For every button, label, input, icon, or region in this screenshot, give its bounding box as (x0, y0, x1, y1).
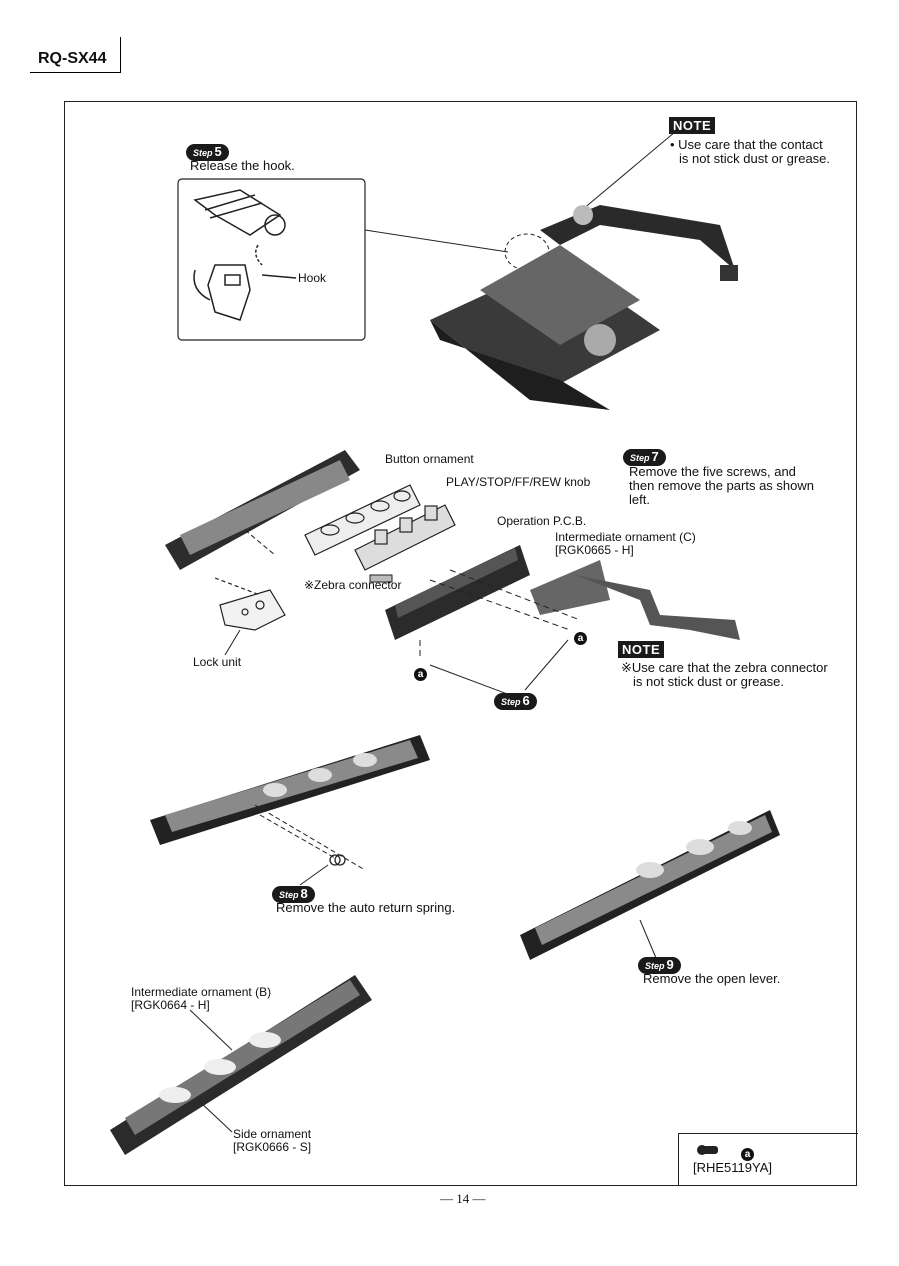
hook-detail-drawing (193, 189, 297, 321)
side-ornament-label: Side ornament (233, 1127, 312, 1141)
note1-badge: NOTE (669, 117, 716, 135)
lock-unit-label: Lock unit (193, 655, 242, 669)
hook-label: Hook (298, 271, 327, 285)
side-ornament-part: [RGK0666 - S] (233, 1140, 312, 1154)
step8-panel-photo (150, 735, 430, 845)
zebra-connector-drawing (369, 574, 393, 583)
content-frame (64, 101, 857, 1186)
knob-label: PLAY/STOP/FF/REW knob (446, 475, 591, 489)
button-ornament-drawing (304, 484, 421, 556)
hook-inset-box (177, 178, 366, 341)
lock-unit-drawing (214, 577, 286, 631)
step7-line2: then remove the parts as shown (629, 478, 814, 493)
header-underline (30, 72, 121, 73)
model-number: RQ-SX44 (38, 50, 107, 67)
zebra-connector-label: ※Zebra connector (304, 578, 402, 592)
step7-line3: left. (629, 492, 650, 507)
intermediate-ornament-c-photo (530, 560, 740, 640)
note2-line1: ※Use care that the zebra connector (621, 660, 828, 675)
intermediate-ornament-c-label: Intermediate ornament (C) (555, 530, 696, 544)
side-ornament-photo (110, 975, 372, 1155)
intermediate-ornament-b-label: Intermediate ornament (B) (131, 985, 272, 999)
screw-legend (678, 1133, 858, 1186)
header-divider (120, 37, 121, 73)
spring-leader (254, 804, 366, 871)
spring-drawing (329, 854, 346, 866)
step9-panel-photo (520, 810, 780, 960)
screw-leader-lines (419, 569, 581, 660)
legend-mark-a: a (741, 1144, 754, 1162)
operation-pcb-label: Operation P.C.B. (497, 514, 587, 528)
operation-pcb-photo (385, 545, 530, 640)
screw-a-marker-left: a (414, 664, 427, 682)
screw-a-marker-right: a (574, 628, 587, 646)
step6-leader-lines (429, 639, 569, 696)
front-panel-photo (165, 450, 360, 570)
step7-line1: Remove the five screws, and (629, 464, 796, 479)
page-number: — 14 — (440, 1191, 486, 1206)
button-ornament-label: Button ornament (385, 452, 474, 466)
intermediate-ornament-b-part: [RGK0664 - H] (131, 998, 210, 1012)
note2-line2: is not stick dust or grease. (633, 674, 785, 689)
legend-part-number: [RHE5119YA] (693, 1160, 773, 1175)
note1-line2: is not stick dust or grease. (679, 151, 831, 166)
intermediate-ornament-c-part: [RGK0665 - H] (555, 543, 634, 557)
note2-badge: NOTE (618, 641, 665, 659)
step8-text: Remove the auto return spring. (276, 900, 456, 915)
step5-text: Release the hook. (190, 158, 295, 173)
screw-icon (697, 1145, 718, 1155)
main-unit-photo (430, 205, 738, 410)
step9-text: Remove the open lever. (643, 971, 781, 986)
knob-drawing (354, 504, 456, 571)
note1-line1: • Use care that the contact (670, 137, 823, 152)
